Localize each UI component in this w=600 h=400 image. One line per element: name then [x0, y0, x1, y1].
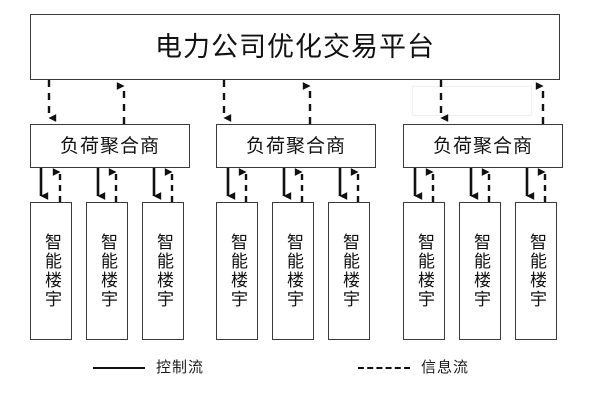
legend-control-flow-label: 控制流	[156, 358, 205, 376]
building-label: 智能楼宇	[526, 233, 546, 309]
dashed-line-icon	[358, 366, 410, 369]
building-label: 智能楼宇	[227, 233, 247, 309]
building-label: 智能楼宇	[283, 233, 303, 309]
building-node-5[interactable]: 智能楼宇	[272, 202, 314, 340]
aggregator-label: 负荷聚合商	[59, 134, 160, 157]
building-node-2[interactable]: 智能楼宇	[86, 202, 128, 340]
aggregator-node-1[interactable]: 负荷聚合商	[30, 124, 190, 168]
building-label: 智能楼宇	[339, 233, 359, 309]
building-label: 智能楼宇	[470, 233, 490, 309]
platform-label: 电力公司优化交易平台	[155, 31, 435, 63]
building-label: 智能楼宇	[153, 233, 173, 309]
building-label: 智能楼宇	[414, 233, 434, 309]
building-node-6[interactable]: 智能楼宇	[328, 202, 370, 340]
building-node-8[interactable]: 智能楼宇	[459, 202, 501, 340]
building-label: 智能楼宇	[97, 233, 117, 309]
building-node-7[interactable]: 智能楼宇	[403, 202, 445, 340]
background-artifact-rect	[412, 86, 532, 116]
aggregator-label: 负荷聚合商	[245, 134, 346, 157]
building-node-1[interactable]: 智能楼宇	[30, 202, 72, 340]
legend-information-flow-label: 信息流	[421, 358, 470, 376]
aggregator-node-3[interactable]: 负荷聚合商	[403, 124, 563, 168]
aggregator-label: 负荷聚合商	[432, 134, 533, 157]
building-node-3[interactable]: 智能楼宇	[142, 202, 184, 340]
legend-control-flow: 控制流	[93, 360, 204, 375]
solid-line-icon	[93, 366, 145, 369]
building-node-9[interactable]: 智能楼宇	[515, 202, 557, 340]
aggregator-node-2[interactable]: 负荷聚合商	[216, 124, 376, 168]
building-label: 智能楼宇	[41, 233, 61, 309]
platform-node[interactable]: 电力公司优化交易平台	[30, 14, 560, 80]
building-node-4[interactable]: 智能楼宇	[216, 202, 258, 340]
legend-information-flow: 信息流	[358, 360, 469, 375]
